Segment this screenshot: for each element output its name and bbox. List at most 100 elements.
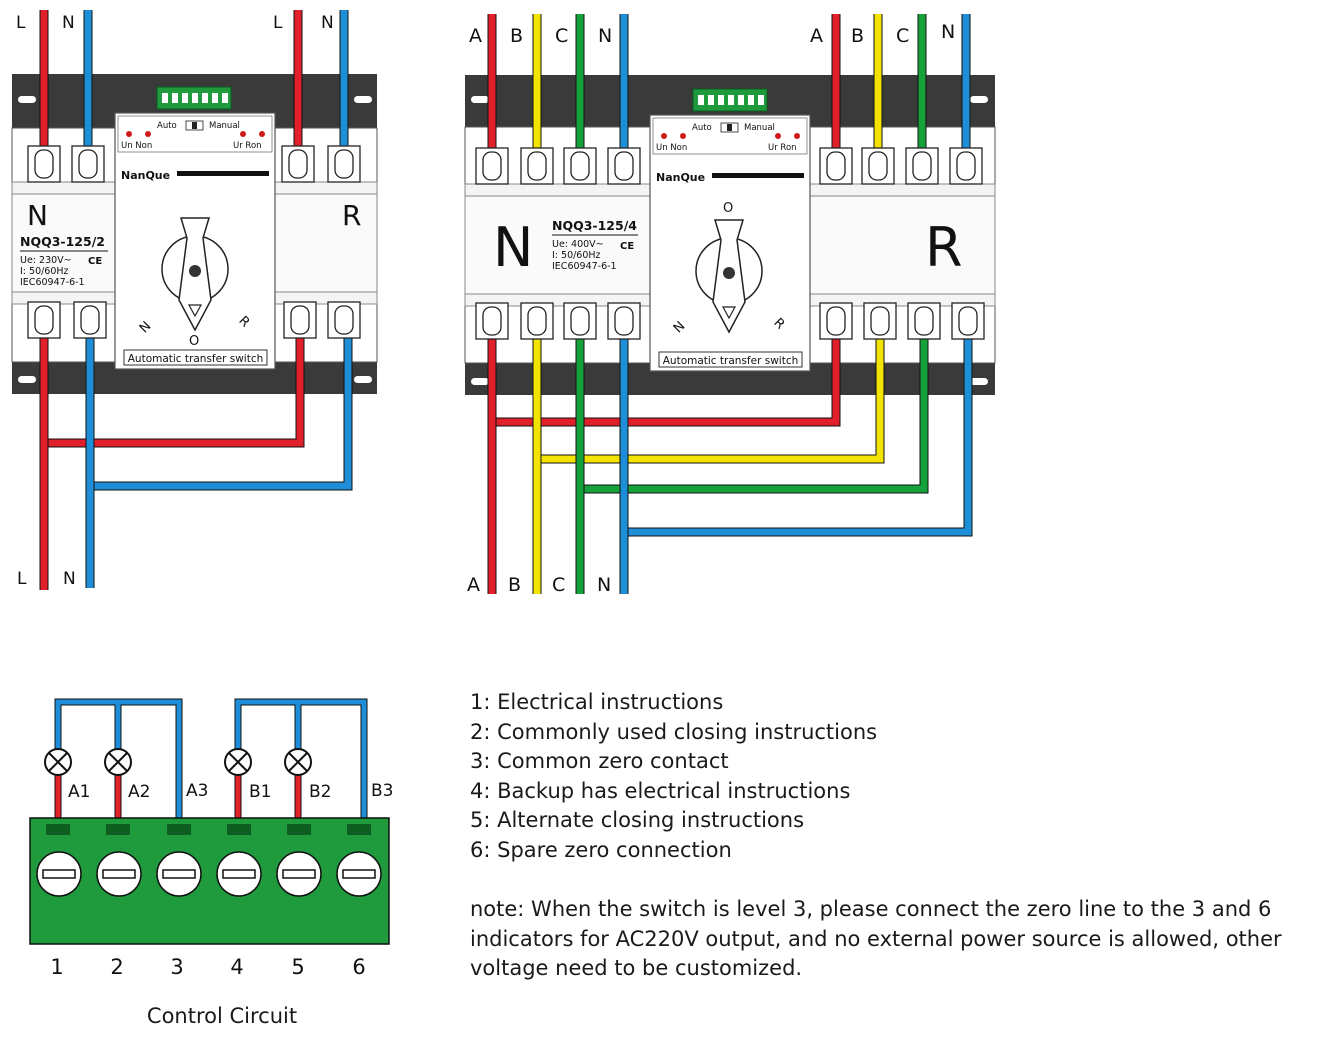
side-label-normal: N (27, 199, 48, 232)
brand-name: NanQue (656, 171, 705, 184)
device-footer: Automatic transfer switch (128, 353, 264, 365)
terminal-screw (73, 301, 107, 339)
control-wire-label: A3 (186, 781, 208, 801)
device-footer: Automatic transfer switch (663, 355, 799, 367)
spec-voltage: Ue: 400V~ (552, 239, 604, 250)
instruction-item: 6: Spare zero connection (470, 837, 732, 862)
instruction-item: 2: Commonly used closing instructions (470, 719, 878, 744)
spec-frequency: I: 50/60Hz (20, 266, 69, 277)
control-terminal-screw (276, 851, 322, 897)
rotary-handle[interactable] (695, 219, 763, 334)
wire-label-top: B (851, 25, 864, 47)
control-wire-label: A1 (68, 782, 90, 802)
control-terminal-block (29, 817, 390, 945)
wire-label-top: C (896, 25, 909, 47)
spec-standard: IEC60947-6-1 (20, 277, 85, 288)
two-pole-input-wires (39, 10, 349, 148)
indicator-lamp (104, 748, 132, 776)
indicator-normal-label: Un Non (121, 141, 152, 151)
control-terminal-screw (216, 851, 262, 897)
terminal-number: 4 (230, 955, 243, 979)
instruction-item: 4: Backup has electrical instructions (470, 778, 851, 803)
brand-name: NanQue (121, 169, 170, 182)
control-circuit: A1 A2 A3 B1 B2 B3 1 2 3 4 5 6 (29, 698, 393, 979)
control-wire-label: A2 (128, 782, 150, 802)
auto-label: Auto (157, 121, 177, 131)
indicator-light (775, 133, 781, 139)
terminal-screw (475, 302, 509, 340)
wire-label-top: A (469, 25, 482, 47)
terminal-screw (563, 302, 597, 340)
terminal-number: 3 (170, 955, 183, 979)
auto-label: Auto (692, 123, 712, 133)
wiring-note: note: When the switch is level 3, please… (470, 897, 1282, 980)
terminal-screw (71, 145, 105, 183)
control-wire-label: B2 (309, 782, 331, 802)
indicator-light (680, 133, 686, 139)
terminal-screw (819, 302, 853, 340)
terminal-number: 5 (291, 955, 304, 979)
wire-label-top: L (273, 13, 283, 33)
four-pole-input-wires (487, 14, 971, 150)
side-label-normal: N (493, 216, 533, 279)
ce-mark: CE (88, 256, 102, 267)
indicator-light (661, 133, 667, 139)
control-terminal-screw (336, 851, 382, 897)
terminal-screw (607, 147, 641, 185)
terminal-screw (27, 301, 61, 339)
control-terminal-screw (96, 851, 142, 897)
instruction-item: 1: Electrical instructions (470, 690, 724, 714)
spec-standard: IEC60947-6-1 (552, 261, 617, 272)
terminal-screw (907, 302, 941, 340)
rotary-handle[interactable] (161, 217, 229, 332)
wire-label-bottom: N (63, 569, 76, 589)
terminal-screw (951, 302, 985, 340)
wire-label-bottom: B (508, 574, 521, 596)
wire-label-top: L (16, 13, 26, 33)
indicator-lamp (44, 748, 72, 776)
manual-label: Manual (744, 123, 775, 133)
ce-mark: CE (620, 241, 634, 252)
wire-label-bottom: L (17, 569, 27, 589)
wire-label-top: B (510, 25, 523, 47)
indicator-light (240, 131, 246, 137)
wire-label-top: N (62, 13, 75, 33)
model-number: NQQ3-125/4 (552, 218, 637, 233)
wire-label-top: A (810, 25, 823, 47)
terminal-screw (327, 145, 361, 183)
manual-label: Manual (209, 121, 240, 131)
terminal-screw (283, 301, 317, 339)
instruction-item: 3: Common zero contact (470, 749, 729, 773)
instructions-panel: 1: Electrical instructions 2: Commonly u… (470, 688, 1315, 984)
wire-label-bottom: C (552, 574, 565, 596)
terminal-screw (949, 147, 983, 185)
instruction-item: 5: Alternate closing instructions (470, 808, 805, 832)
terminal-number: 6 (352, 955, 365, 979)
side-label-reserve: R (925, 216, 963, 279)
indicator-lamp (224, 748, 252, 776)
indicator-light (145, 131, 151, 137)
indicator-light (259, 131, 265, 137)
two-pole-output-wires (39, 304, 353, 590)
wire-label-top: C (555, 25, 568, 47)
four-pole-switch: N R NQQ3-125/4 Ue: 400V~ I: 50/60Hz IEC6… (464, 14, 996, 596)
wire-label-top: N (941, 21, 955, 43)
dial-label-off: O (723, 201, 733, 216)
indicator-light (794, 133, 800, 139)
terminal-screw (520, 147, 554, 185)
two-pole-switch: N R NQQ3-125/2 Ue: 230V~ I: 50/60Hz IEC6… (11, 10, 378, 590)
control-terminal-screw (156, 851, 202, 897)
terminal-screw (819, 147, 853, 185)
terminal-screw (861, 147, 895, 185)
terminal-screw (563, 147, 597, 185)
wire-label-bottom: N (597, 574, 611, 596)
terminal-screw (281, 145, 315, 183)
control-terminal-screw (36, 851, 82, 897)
four-pole-output-wires (487, 320, 973, 594)
terminal-screw (475, 147, 509, 185)
terminal-screw (863, 302, 897, 340)
side-label-reserve: R (342, 199, 361, 232)
indicator-normal-label: Un Non (656, 143, 687, 153)
indicator-reserve-label: Ur Ron (768, 143, 797, 153)
